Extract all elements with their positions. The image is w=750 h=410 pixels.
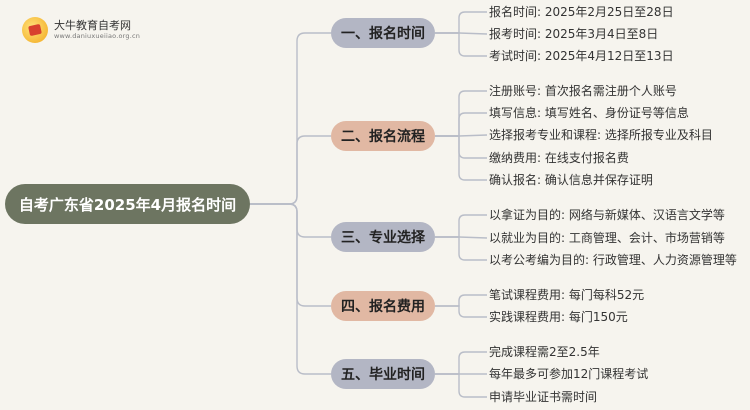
branch-graduation-time: 五、毕业时间 xyxy=(331,359,435,389)
branch-connector xyxy=(250,203,331,375)
leaf-connector xyxy=(435,294,487,307)
leaf-node: 缴纳费用: 在线支付报名费 xyxy=(489,151,629,165)
logo-name: 大牛教育自考网 xyxy=(54,19,131,32)
leaf-node: 填写信息: 填写姓名、身份证号等信息 xyxy=(489,106,689,120)
branch-registration-time: 一、报名时间 xyxy=(331,18,435,48)
logo: 大牛教育自考网 www.daniuxueiiao.org.cn xyxy=(22,17,140,43)
leaf-node: 申请毕业证书需时间 xyxy=(489,390,598,404)
leaf-connector xyxy=(435,11,487,34)
branch-connector xyxy=(250,203,331,238)
leaf-connector xyxy=(435,135,487,159)
branch-registration-fee: 四、报名费用 xyxy=(331,291,435,321)
branch-major-selection: 三、专业选择 xyxy=(331,222,435,252)
branch-connector xyxy=(250,203,331,307)
leaf-connector xyxy=(435,236,487,261)
branch-registration-process: 二、报名流程 xyxy=(331,121,435,151)
leaf-node: 报名时间: 2025年2月25日至28日 xyxy=(489,5,674,19)
leaf-node: 笔试课程费用: 每门每科52元 xyxy=(489,288,645,302)
leaf-connector xyxy=(435,112,487,137)
leaf-node: 实践课程费用: 每门150元 xyxy=(489,310,628,324)
book-logo-icon xyxy=(22,17,48,43)
root-node: 自考广东省2025年4月报名时间 xyxy=(5,184,250,224)
leaf-node: 考试时间: 2025年4月12日至13日 xyxy=(489,49,674,63)
leaf-connector xyxy=(435,351,487,375)
leaf-node: 确认报名: 确认信息并保存证明 xyxy=(489,173,653,187)
leaf-node: 每年最多可参加12门课程考试 xyxy=(489,367,649,381)
leaf-node: 以考公考编为目的: 行政管理、人力资源管理等 xyxy=(489,253,737,267)
leaf-connector xyxy=(435,90,487,137)
leaf-node: 完成课程需2至2.5年 xyxy=(489,345,600,359)
leaf-connector xyxy=(435,373,487,398)
branch-connector xyxy=(250,32,331,205)
leaf-node: 以拿证为目的: 网络与新媒体、汉语言文学等 xyxy=(489,208,725,222)
branch-connector xyxy=(250,135,331,205)
leaf-connector xyxy=(435,305,487,318)
leaf-node: 选择报考专业和课程: 选择所报专业及科目 xyxy=(489,128,713,142)
leaf-node: 以就业为目的: 工商管理、会计、市场营销等 xyxy=(489,231,725,245)
leaf-connector xyxy=(435,135,487,181)
leaf-node: 注册账号: 首次报名需注册个人账号 xyxy=(489,84,677,98)
logo-url: www.daniuxueiiao.org.cn xyxy=(54,32,141,40)
leaf-connector xyxy=(435,214,487,238)
leaf-node: 报考时间: 2025年3月4日至8日 xyxy=(489,27,659,41)
leaf-connector xyxy=(435,32,487,57)
